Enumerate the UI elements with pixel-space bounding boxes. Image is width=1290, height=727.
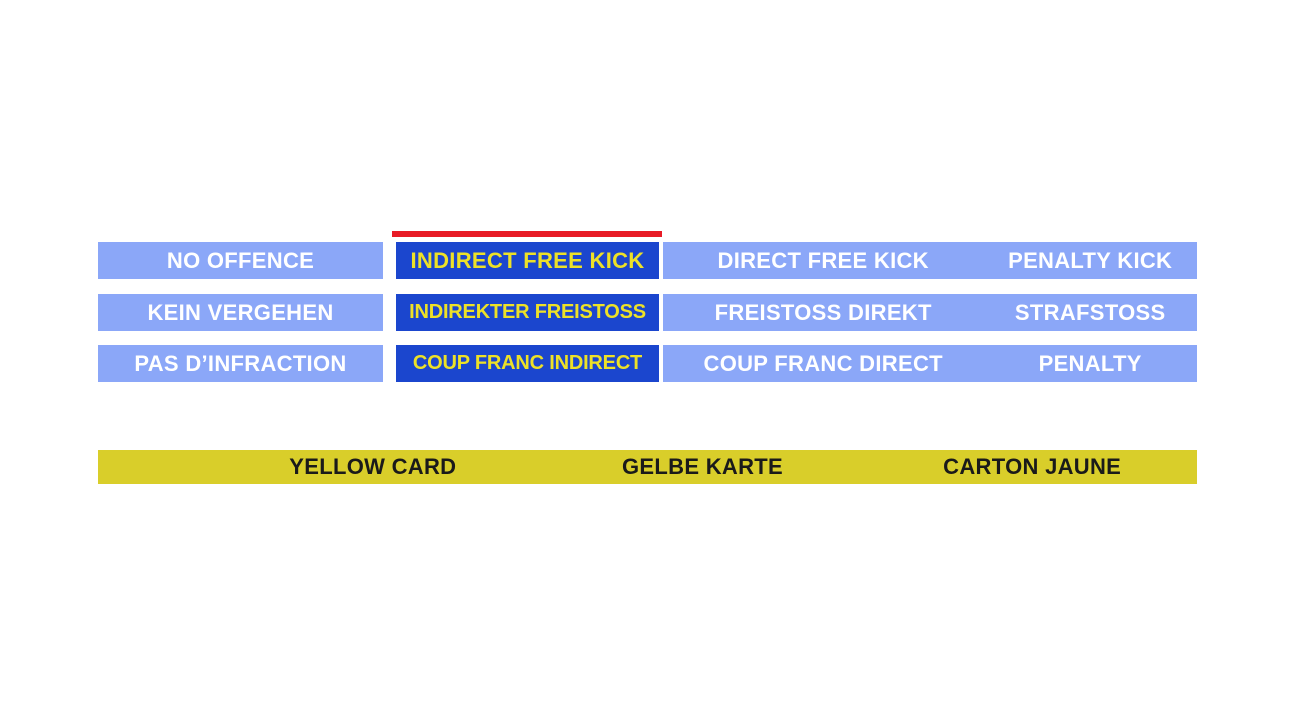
- option-direct-free-kick-en[interactable]: DIRECT FREE KICK: [717, 247, 929, 273]
- option-no-offence-fr[interactable]: PAS D’INFRACTION: [98, 345, 383, 382]
- answer-row-french: PAS D’INFRACTION COUP FRANC INDIRECT COU…: [98, 345, 1197, 382]
- option-penalty-kick-fr[interactable]: PENALTY: [1038, 350, 1142, 376]
- option-penalty-kick-de[interactable]: STRAFSTOSS: [1014, 299, 1166, 325]
- option-group-fr: COUP FRANC DIRECT PENALTY: [663, 345, 1197, 382]
- option-penalty-kick-en[interactable]: PENALTY KICK: [1008, 247, 1173, 273]
- option-direct-free-kick-fr[interactable]: COUP FRANC DIRECT: [703, 350, 943, 376]
- option-indirect-free-kick-fr[interactable]: COUP FRANC INDIRECT: [396, 345, 659, 382]
- yellow-card-label-de: GELBE KARTE: [622, 454, 783, 479]
- answer-row-german: KEIN VERGEHEN INDIREKTER FREISTOSS FREIS…: [98, 294, 1197, 331]
- answer-row-english: NO OFFENCE INDIRECT FREE KICK DIRECT FRE…: [98, 242, 1197, 279]
- option-indirect-free-kick-en[interactable]: INDIRECT FREE KICK: [396, 242, 659, 279]
- option-no-offence-de[interactable]: KEIN VERGEHEN: [98, 294, 383, 331]
- yellow-card-label-fr: CARTON JAUNE: [943, 454, 1122, 479]
- option-group-de: FREISTOSS DIREKT STRAFSTOSS: [663, 294, 1197, 331]
- selected-answer-indicator: [392, 231, 662, 237]
- yellow-card-label-en: YELLOW CARD: [289, 454, 457, 479]
- option-indirect-free-kick-de[interactable]: INDIREKTER FREISTOSS: [396, 294, 659, 331]
- yellow-card-bar[interactable]: YELLOW CARD GELBE KARTE CARTON JAUNE: [98, 450, 1197, 484]
- option-direct-free-kick-de[interactable]: FREISTOSS DIREKT: [714, 299, 932, 325]
- option-group-en: DIRECT FREE KICK PENALTY KICK: [663, 242, 1197, 279]
- answers-board: NO OFFENCE INDIRECT FREE KICK DIRECT FRE…: [98, 231, 1197, 484]
- option-no-offence-en[interactable]: NO OFFENCE: [98, 242, 383, 279]
